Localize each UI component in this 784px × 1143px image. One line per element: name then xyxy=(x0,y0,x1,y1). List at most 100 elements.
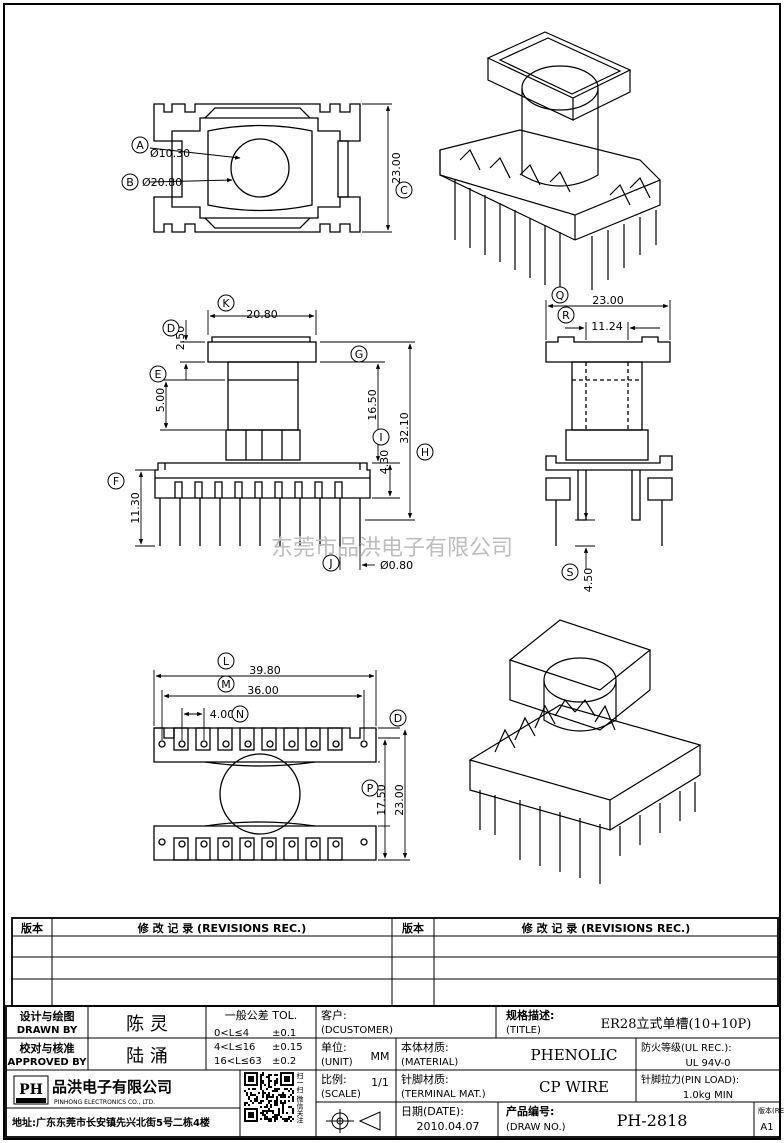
callout-j: J xyxy=(322,554,340,572)
unit-label: 单位: xyxy=(321,1040,347,1054)
dim-p-value: 17.50 xyxy=(375,784,388,816)
address: 地址:广东东莞市长安镇先兴北街5号二栋4楼 xyxy=(12,1116,210,1129)
top-view xyxy=(153,103,361,233)
callout-letter-f: F xyxy=(113,475,119,488)
callout-n: N xyxy=(231,705,249,723)
callout-letter-i: I xyxy=(379,431,382,444)
date-label: 日期(DATE): xyxy=(401,1105,464,1118)
callout-layer: A B C K D E G I H F J QR S LM N D P xyxy=(107,136,579,797)
projection-symbol-icon xyxy=(326,1109,381,1133)
unit-value: MM xyxy=(371,1050,390,1063)
callout-letter-n: N xyxy=(236,708,244,721)
dim-j-value: Ø0.80 xyxy=(380,559,413,572)
callout-e: E xyxy=(149,365,167,383)
material-value: PHENOLIC xyxy=(531,1046,618,1064)
callout-letter-k: K xyxy=(222,297,230,310)
callout-letter-p: P xyxy=(367,782,374,795)
dim-g-value: 16.50 xyxy=(366,389,379,421)
drawno-label: 产品编号: xyxy=(506,1104,554,1118)
tol-value-1: ±0.15 xyxy=(272,1042,303,1053)
scale-label-en: (SCALE) xyxy=(321,1089,361,1100)
callout-letter-g: G xyxy=(355,348,364,361)
tol-range-2: 16<L≤63 xyxy=(214,1056,262,1067)
approved-by-label-en: APPROVED BY xyxy=(8,1057,88,1068)
rev-col-version-left: 版本 xyxy=(21,921,43,935)
spec-label-en: (TITLE) xyxy=(506,1025,541,1036)
callout-letter-l: L xyxy=(223,655,230,668)
date-value: 2010.04.07 xyxy=(417,1120,480,1133)
tol-range-1: 4<L≤16 xyxy=(214,1042,255,1053)
callout-q: Q xyxy=(551,286,569,304)
dim-c-value: 23.00 xyxy=(390,152,403,184)
pin-load-value: 1.0kg MIN xyxy=(683,1090,733,1101)
flame-label: 防火等级(UL REC.): xyxy=(641,1041,732,1054)
drawn-by-label-en: DRAWN BY xyxy=(17,1025,78,1036)
sheet-border xyxy=(3,3,781,1140)
dim-a-value: Ø10.30 xyxy=(150,147,190,160)
watermark: 东莞市品洪电子有限公司 xyxy=(271,536,513,561)
qr-caption: 扫一扫 微信关注 xyxy=(296,1071,304,1124)
callout-g: G xyxy=(350,345,368,363)
callout-letter-a: A xyxy=(136,139,144,152)
rev-col-record-left: 修 改 记 录 (REVISIONS REC.) xyxy=(137,921,307,935)
material-label-en: (MATERIAL) xyxy=(401,1057,458,1068)
callout-c: C xyxy=(395,181,413,199)
tol-range-0: 0<L≤4 xyxy=(214,1028,249,1039)
dim-b-value: Ø20.80 xyxy=(142,176,182,189)
approved-by-label-cn: 校对与核准 xyxy=(20,1041,75,1055)
callout-letter-d2: D xyxy=(394,712,402,725)
callout-l: L xyxy=(217,652,235,670)
callout-letter-q: Q xyxy=(556,289,565,302)
rev-col-version-right: 版本 xyxy=(402,921,424,935)
company-logo: PH xyxy=(13,1075,49,1105)
callout-s: S xyxy=(561,563,579,581)
unit-label-en: (UNIT) xyxy=(321,1057,353,1068)
iso-view-1 xyxy=(439,31,662,292)
rev-col-record-right: 修 改 记 录 (REVISIONS REC.) xyxy=(521,921,691,935)
top-view-dims xyxy=(149,103,392,233)
flame-value: UL 94V-0 xyxy=(685,1058,730,1069)
customer-label-en: (DCUSTOMER) xyxy=(321,1025,393,1036)
callout-letter-m: M xyxy=(221,678,231,691)
dim-f-value: 11.30 xyxy=(129,492,142,524)
drawno-label-en: (DRAW NO.) xyxy=(506,1122,566,1133)
scale-value: 1/1 xyxy=(371,1076,389,1089)
pin-material-label-en: (TERMINAL MAT.) xyxy=(401,1089,486,1100)
dim-i-value: 4.30 xyxy=(378,450,391,475)
dim-r-value: 11.24 xyxy=(591,320,623,333)
customer-label: 客户: xyxy=(321,1008,347,1022)
drawno-value: PH-2818 xyxy=(617,1111,688,1130)
company-name-en: PINHONG ELECTRONICS CO., LTD. xyxy=(54,1099,155,1106)
rev-value: A1 xyxy=(760,1122,773,1133)
dim-m-value: 36.00 xyxy=(247,684,279,697)
callout-b: B xyxy=(121,173,139,191)
pin-load-label: 针脚拉力(PIN LOAD): xyxy=(641,1073,739,1086)
front-view xyxy=(154,336,371,546)
callout-i: I xyxy=(372,428,390,446)
dim-p2-value: 23.00 xyxy=(393,784,406,816)
dim-e-value: 5.00 xyxy=(154,388,167,413)
title-block-grid xyxy=(5,1005,781,1138)
approver-name: 陆 涌 xyxy=(126,1046,168,1067)
callout-f: F xyxy=(107,472,125,490)
qr-code xyxy=(244,1072,294,1122)
callout-letter-r: R xyxy=(562,309,570,322)
side-view-dims xyxy=(545,300,671,570)
tol-value-2: ±0.2 xyxy=(272,1056,296,1067)
bottom-view xyxy=(153,727,377,861)
pin-material-label: 针脚材质: xyxy=(401,1072,449,1086)
callout-letter-b: B xyxy=(126,176,134,189)
callout-d2: D xyxy=(389,709,407,727)
callout-letter-d: D xyxy=(167,322,175,335)
callout-letter-h: H xyxy=(421,446,429,459)
callout-letter-c: C xyxy=(400,184,408,197)
material-label: 本体材质: xyxy=(401,1040,449,1054)
side-view xyxy=(545,336,673,546)
company-logo-mark: PH xyxy=(19,1082,43,1098)
dim-q-value: 23.00 xyxy=(592,294,624,307)
tolerance-title: 一般公差 TOL. xyxy=(225,1008,298,1022)
dim-h-value: 32.10 xyxy=(398,412,411,444)
callout-p: P xyxy=(361,779,379,797)
spec-label: 规格描述: xyxy=(506,1008,554,1022)
